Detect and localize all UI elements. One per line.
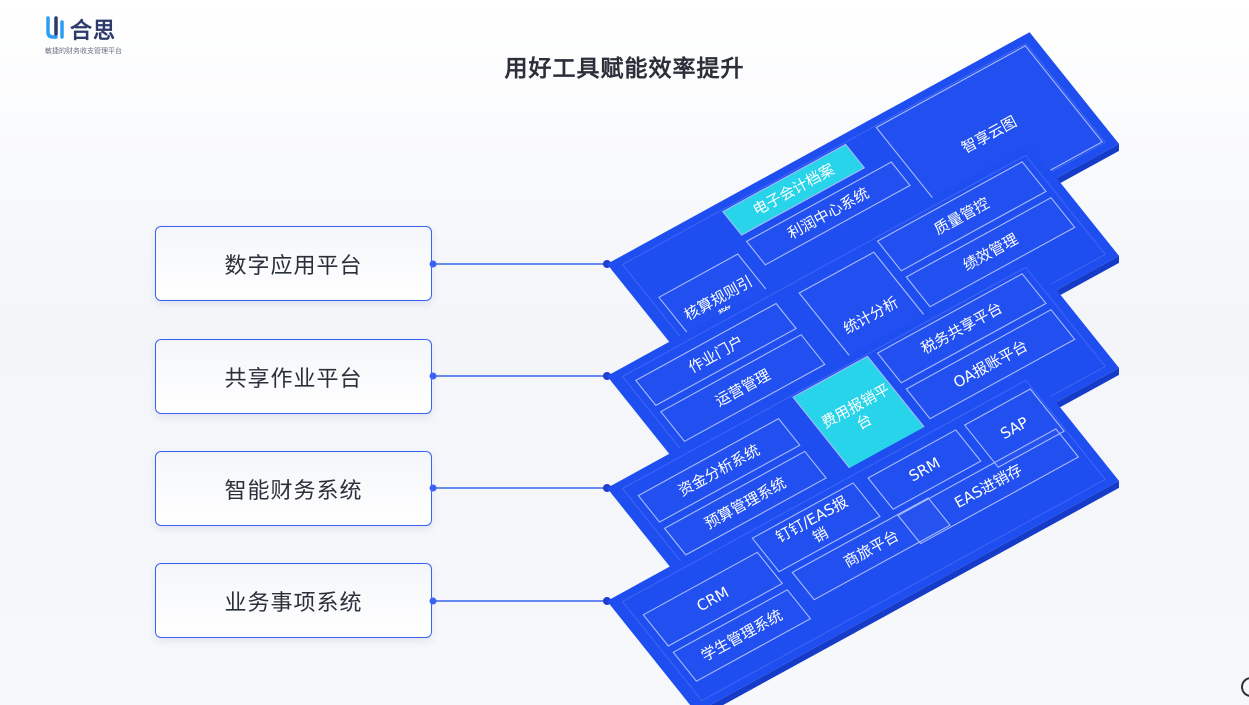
- platform-cell: 费用报销平台: [792, 355, 928, 473]
- plate-frame: [621, 266, 1106, 589]
- plate-frame: [621, 42, 1106, 365]
- cell-box: [637, 417, 801, 523]
- hesi-logo-icon: [46, 16, 64, 39]
- page-title: 用好工具赋能效率提升: [504, 56, 745, 82]
- plate-frame: [621, 379, 1106, 702]
- platform-cell: CRM: [642, 551, 784, 647]
- platform-cell: SAP: [963, 388, 1065, 469]
- cell-box: [905, 308, 1076, 420]
- layer-box-shared-ops: 共享作业平台: [155, 339, 432, 414]
- logo-slogan: 敏捷的财务收支管理平台: [45, 47, 122, 55]
- plate-surface: [607, 369, 1119, 705]
- platform-cell: SRM: [867, 429, 982, 510]
- layer-box-business: 业务事项系统: [155, 563, 432, 638]
- platform-cell: 统计分析: [798, 251, 944, 380]
- cell-box: [963, 388, 1065, 469]
- cell-box: [745, 161, 911, 266]
- layer-box-digital-app: 数字应用平台: [155, 226, 432, 301]
- platform-cell: 智享云图: [875, 45, 1104, 225]
- cell-box: [897, 428, 1080, 545]
- plate-edge: [710, 480, 1119, 705]
- cell-box: [659, 333, 826, 443]
- cell-box: [663, 450, 827, 556]
- cell-box: [642, 551, 784, 647]
- cell-box: [876, 273, 1047, 384]
- plate-frame: [621, 154, 1106, 477]
- plate-surface: [607, 32, 1119, 376]
- cell-box: [751, 482, 881, 573]
- cell-box: [875, 45, 1104, 225]
- cell-box: [791, 497, 951, 601]
- logo-name: 合思: [70, 19, 117, 44]
- cell-box: [905, 196, 1076, 308]
- cell-box: [867, 429, 982, 510]
- cell-box: [634, 302, 797, 407]
- layer-box-smart-finance: 智能财务系统: [155, 451, 432, 526]
- cell-box: [876, 161, 1047, 272]
- cell-box: [721, 143, 866, 236]
- cell-box: [672, 589, 812, 682]
